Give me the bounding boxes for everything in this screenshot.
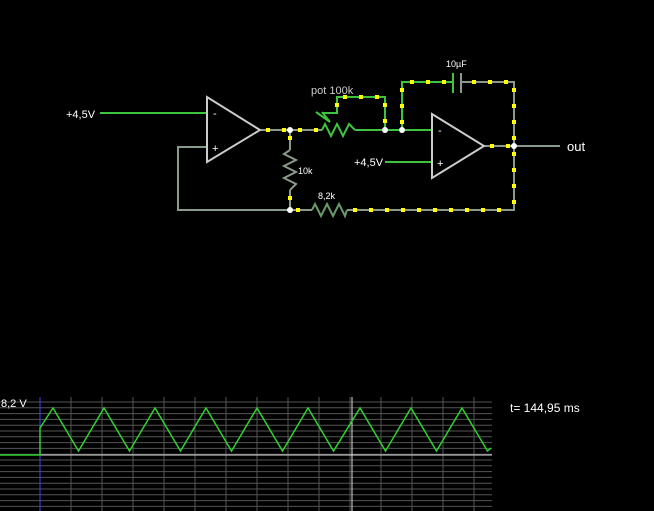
node (399, 127, 405, 133)
current-dot (375, 95, 379, 99)
current-dot (497, 208, 501, 212)
node (287, 127, 293, 133)
nodes (287, 127, 517, 213)
current-dot (359, 95, 363, 99)
potentiometer[interactable] (321, 121, 356, 139)
current-dot (417, 208, 421, 212)
current-dot (449, 208, 453, 212)
current-dot (465, 208, 469, 212)
pot-wiper-arrow-icon (315, 111, 331, 123)
current-dot (266, 128, 270, 132)
resistor-10k[interactable] (281, 149, 299, 191)
current-dot (512, 136, 516, 140)
current-dot (512, 120, 516, 124)
current-dot (369, 208, 373, 212)
current-dot (512, 152, 516, 156)
current-dot (442, 80, 446, 84)
current-dot (401, 208, 405, 212)
voltage-source-2-label: +4,5V (354, 157, 384, 169)
scope-time: t= 144,95 ms (510, 401, 580, 415)
node (511, 143, 517, 149)
node (287, 207, 293, 213)
current-dot (314, 128, 318, 132)
resistor-1-label: 10k (298, 166, 313, 176)
current-dot (353, 208, 357, 212)
current-dot (512, 200, 516, 204)
pot-wiper-wire[interactable] (322, 96, 386, 130)
current-dot (488, 80, 492, 84)
output-label: out (567, 139, 585, 154)
current-dot (288, 196, 292, 200)
current-dot (512, 88, 516, 92)
feedback-wire[interactable] (177, 146, 290, 211)
wire[interactable] (401, 81, 452, 130)
current-dot (512, 184, 516, 188)
opamp1-plus-label: + (212, 143, 218, 155)
opamp1-minus-label: - (213, 108, 217, 120)
current-dots (266, 80, 516, 212)
current-dot (288, 136, 292, 140)
opamp2-plus-label: + (437, 158, 443, 170)
current-dot (481, 208, 485, 212)
current-dot (282, 128, 286, 132)
current-dot (410, 80, 414, 84)
current-dot (512, 168, 516, 172)
current-dot (506, 144, 510, 148)
resistor-8k2[interactable] (311, 201, 348, 219)
current-dot (343, 95, 347, 99)
current-dot (433, 208, 437, 212)
pot-label: pot 100k (311, 85, 354, 97)
current-dot (383, 103, 387, 107)
current-dot (426, 80, 430, 84)
node (382, 127, 388, 133)
current-dot (472, 80, 476, 84)
current-dot (335, 103, 339, 107)
current-dot (504, 80, 508, 84)
current-dot (512, 104, 516, 108)
scope[interactable] (0, 397, 492, 511)
current-dot (400, 120, 404, 124)
opamp-1[interactable] (206, 95, 262, 164)
current-dot (400, 104, 404, 108)
current-dot (296, 208, 300, 212)
current-dot (400, 88, 404, 92)
resistor-2-label: 8,2k (318, 191, 336, 201)
voltage-source-1-label: +4,5V (66, 109, 96, 121)
current-dot (383, 119, 387, 123)
current-dot (490, 144, 494, 148)
scope-max-voltage: 8,2 V (1, 398, 27, 410)
capacitor-label: 10µF (446, 59, 467, 69)
opamp-2[interactable] (431, 112, 486, 180)
opamp2-minus-label: - (438, 125, 442, 137)
current-dot (385, 208, 389, 212)
scope-trace (0, 406, 492, 456)
current-dot (298, 128, 302, 132)
